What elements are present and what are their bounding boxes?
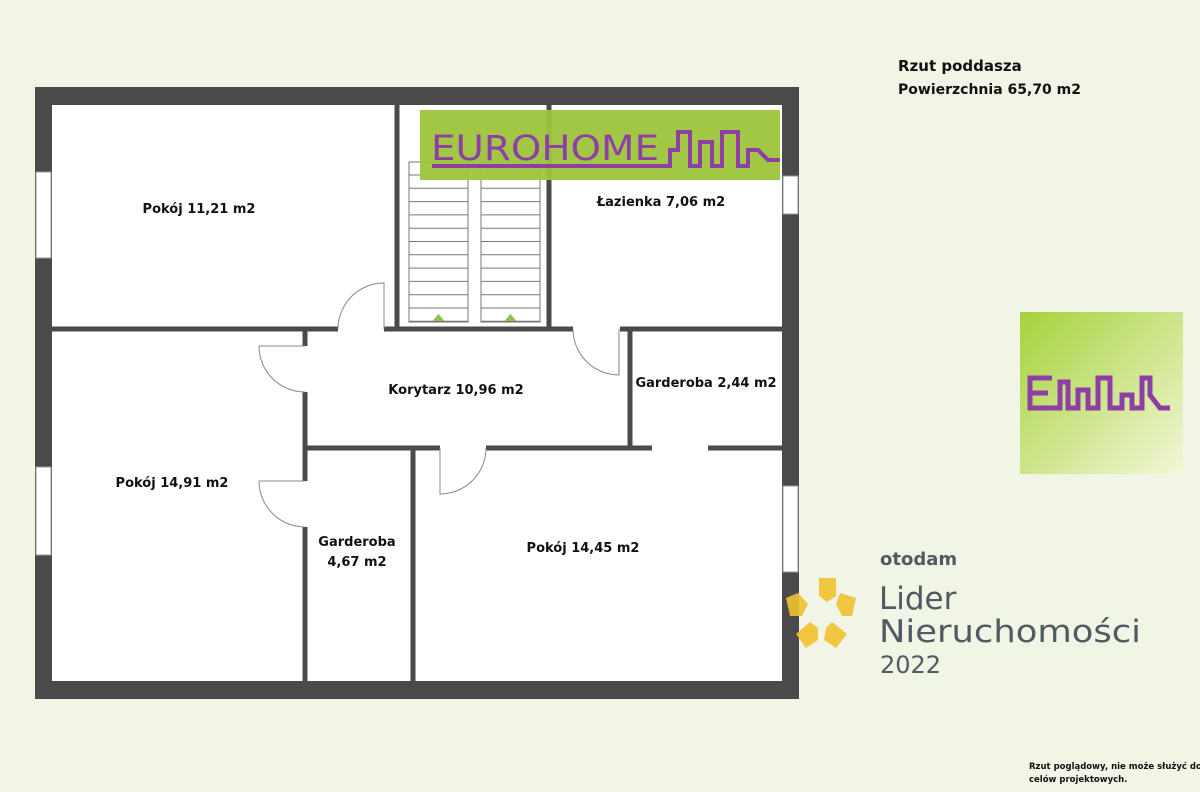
windows	[35, 171, 799, 573]
staircase	[408, 161, 541, 323]
plan-title: Rzut poddasza	[898, 57, 1022, 75]
otodam-logo-text: otodam	[880, 549, 957, 570]
stair-direction-icon	[504, 314, 517, 321]
skyline-icon	[432, 130, 780, 168]
footnote-line2: celów projektowych.	[1029, 774, 1127, 785]
room-label-garderoba-2-line1: Garderoba	[318, 535, 395, 550]
eurohome-emblem	[1020, 312, 1183, 474]
room-label-garderoba-2-line2: 4,67 m2	[327, 555, 386, 570]
room-label-korytarz: Korytarz 10,96 m2	[388, 383, 523, 398]
room-label-garderoba-1: Garderoba 2,44 m2	[635, 376, 776, 391]
award-line2: Nieruchomości	[879, 614, 1141, 650]
room-label-pokoj-3: Pokój 14,45 m2	[527, 541, 640, 556]
footnote-line1: Rzut poglądowy, nie może służyć do	[1029, 761, 1200, 772]
award-year: 2022	[880, 651, 941, 679]
room-label-lazienka: Łazienka 7,06 m2	[596, 195, 725, 210]
award-star-icon	[786, 578, 856, 648]
room-label-pokoj-2: Pokój 14,91 m2	[116, 476, 229, 491]
eurohome-logo-text: EUROHOME	[431, 129, 659, 169]
doors	[258, 282, 620, 528]
award-line1: Lider	[879, 581, 957, 617]
room-label-pokoj-1: Pokój 11,21 m2	[143, 202, 256, 217]
plan-area: Powierzchnia 65,70 m2	[898, 82, 1081, 98]
eurohome-logo-banner: EUROHOME	[420, 110, 780, 180]
stair-direction-icon	[432, 314, 445, 321]
outer-walls	[35, 87, 799, 699]
